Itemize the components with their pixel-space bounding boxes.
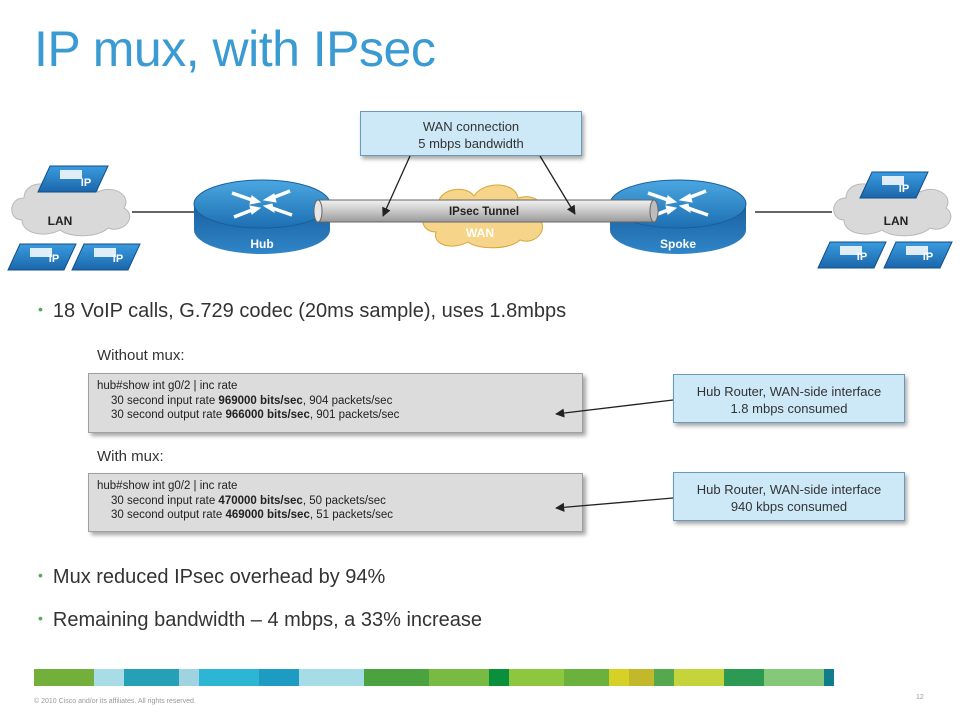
slide-title: IP mux, with IPsec (34, 21, 436, 77)
footer-bar-segment (674, 669, 724, 686)
copyright-text: © 2010 Cisco and/or its affiliates. All … (34, 698, 196, 705)
hub-router-callout-without-mux: Hub Router, WAN-side interface 1.8 mbps … (673, 374, 905, 423)
cli-input-rate: 30 second input rate 470000 bits/sec, 50… (111, 494, 386, 507)
footer-bar-segment (654, 669, 674, 686)
ip-phone-icon (71, 243, 141, 271)
without-mux-label: Without mux: (97, 347, 185, 364)
footer-color-bar (34, 669, 924, 686)
page-number: 12 (916, 694, 924, 701)
phone-ip-label: IP (923, 251, 933, 263)
wan-label: WAN (466, 226, 494, 240)
phone-ip-label: IP (81, 177, 91, 189)
left-lan-cloud (11, 180, 131, 237)
footer-bar-segment (724, 669, 764, 686)
footer-bar-segment (124, 669, 179, 686)
cli-output-rate: 30 second output rate 469000 bits/sec, 5… (111, 509, 393, 521)
with-mux-label: With mux: (97, 448, 164, 465)
footer-bar-segment (609, 669, 629, 686)
footer-bar-segment (34, 669, 94, 686)
cli-output-without-mux: hub#show int g0/2 | inc rate 30 second i… (88, 373, 583, 433)
cli-output-rate: 30 second output rate 966000 bits/sec, 9… (111, 409, 400, 421)
tunnel-label: IPsec Tunnel (449, 206, 519, 218)
bullet-mux-reduced: •Mux reduced IPsec overhead by 94% (38, 566, 386, 588)
footer-bar-segment (299, 669, 364, 686)
footer-bar-segment (199, 669, 259, 686)
wan-callout-line1: WAN connection (422, 119, 520, 134)
bullet-dot: • (38, 301, 43, 317)
callout-line1: Hub Router, WAN-side interface (696, 384, 882, 399)
ip-phone-icon (817, 241, 887, 269)
bullet-dot: • (38, 610, 43, 626)
footer-bar-segment (489, 669, 509, 686)
cli-output-with-mux: hub#show int g0/2 | inc rate 30 second i… (88, 473, 583, 532)
footer-bar-segment (509, 669, 564, 686)
footer-bar-segment (764, 669, 824, 686)
callout-line2: 1.8 mbps consumed (730, 401, 848, 416)
callout-line1: Hub Router, WAN-side interface (696, 482, 882, 497)
spoke-label: Spoke (660, 237, 696, 251)
phone-ip-label: IP (49, 253, 59, 265)
wan-callout-line2: 5 mbps bandwidth (418, 136, 524, 151)
wan-connection-callout: WAN connection 5 mbps bandwidth (360, 111, 582, 156)
ip-phone-icon (859, 171, 929, 199)
cli-command: hub#show int g0/2 | inc rate (97, 380, 238, 392)
cli-command: hub#show int g0/2 | inc rate (97, 480, 238, 492)
right-lan-label: LAN (884, 214, 909, 228)
footer-bar-segment (179, 669, 199, 686)
hub-router-callout-with-mux: Hub Router, WAN-side interface 940 kbps … (673, 472, 905, 521)
footer-bar-segment (429, 669, 489, 686)
footer-bar-segment (259, 669, 299, 686)
phone-ip-label: IP (899, 183, 909, 195)
hub-label: Hub (250, 237, 273, 251)
phone-ip-label: IP (857, 251, 867, 263)
footer-bar-segment (824, 669, 834, 686)
phone-ip-label: IP (113, 253, 123, 265)
callout-line2: 940 kbps consumed (730, 499, 848, 514)
left-lan-label: LAN (48, 214, 73, 228)
network-diagram: LAN LAN Hub Spoke IPsec Tunnel WAN IP IP… (7, 155, 953, 271)
ip-phone-icon (7, 243, 77, 271)
footer-bar-segment (94, 669, 124, 686)
footer-bar-segment (629, 669, 654, 686)
bullet-dot: • (38, 567, 43, 583)
bullet-remaining-bandwidth: •Remaining bandwidth – 4 mbps, a 33% inc… (38, 609, 483, 631)
cli-input-rate: 30 second input rate 969000 bits/sec, 90… (111, 394, 393, 407)
footer-bar-segment (364, 669, 429, 686)
ip-phone-icon (37, 165, 109, 193)
footer-bar-segment (564, 669, 609, 686)
ip-phone-icon (883, 241, 953, 269)
bullet-voip-calls: •18 VoIP calls, G.729 codec (20ms sample… (38, 300, 567, 322)
